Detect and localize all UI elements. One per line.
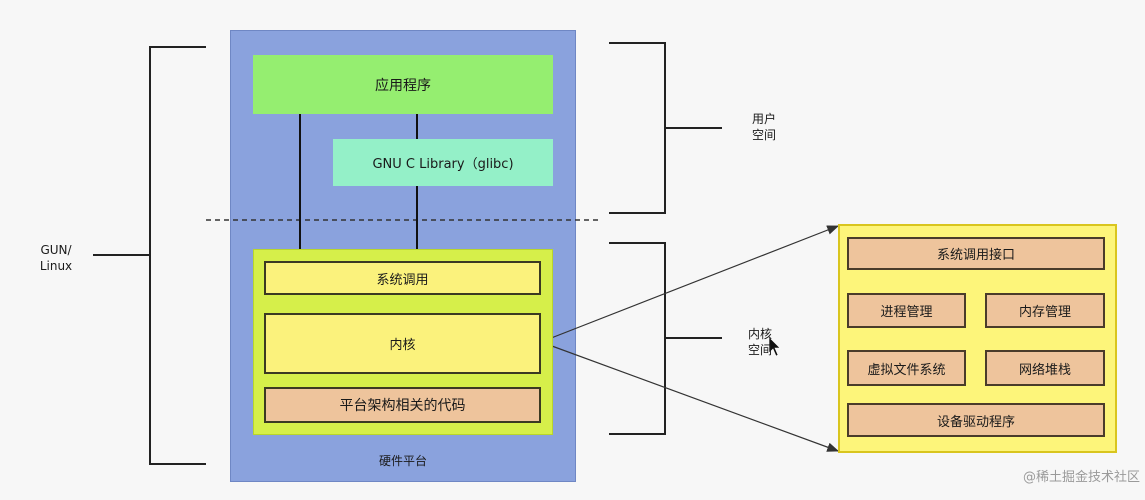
gnu-linux-label-line1: GUN/: [40, 242, 72, 257]
kernel-space-bracket: [609, 242, 666, 435]
network-stack-box: 网络堆栈: [985, 350, 1105, 386]
user-space-label: 用户 空间: [742, 107, 786, 147]
kernel-space-label-line2: 空间: [747, 343, 772, 357]
kernel-box: 内核: [264, 313, 541, 374]
gnu-linux-bracket: [149, 46, 206, 465]
virtual-filesystem-box: 虚拟文件系统: [847, 350, 966, 386]
kernel-space-label: 内核 空间: [735, 322, 785, 362]
gnu-linux-label: GUN/ Linux: [26, 236, 86, 280]
arch-code-box: 平台架构相关的代码: [264, 387, 541, 423]
process-management-box: 进程管理: [847, 293, 966, 328]
user-space-label-line1: 用户: [751, 111, 776, 126]
zoom-arrow-bottom: [540, 341, 840, 452]
memory-management-box: 内存管理: [985, 293, 1105, 328]
system-call-box: 系统调用: [264, 261, 541, 295]
kernel-space-label-line1: 内核: [747, 326, 772, 341]
mouse-cursor-icon: [768, 336, 781, 357]
hardware-platform-label: 硬件平台: [378, 453, 427, 468]
application-box: 应用程序: [253, 55, 553, 114]
zoom-arrow-top: [540, 225, 840, 343]
syscall-interface-box: 系统调用接口: [847, 237, 1105, 270]
glibc-box: GNU C Library（glibc): [333, 139, 553, 186]
user-space-bracket: [609, 42, 666, 214]
gnu-linux-label-line2: Linux: [39, 259, 73, 273]
watermark: @稀土掘金技术社区: [1022, 469, 1140, 485]
user-space-label-line2: 空间: [751, 128, 776, 142]
device-drivers-box: 设备驱动程序: [847, 403, 1105, 437]
